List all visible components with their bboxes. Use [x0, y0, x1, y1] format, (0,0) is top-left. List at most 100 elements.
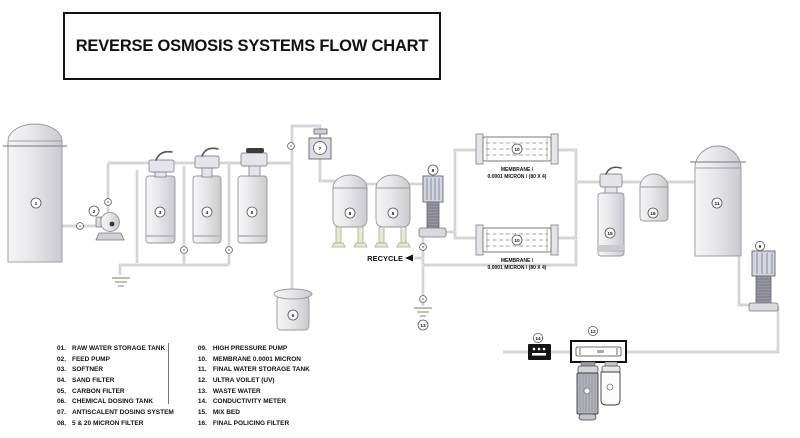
badge-16: 16: [647, 207, 659, 219]
svg-text:10: 10: [514, 238, 520, 244]
badge-12: 12: [588, 325, 599, 336]
legend-item: 10.MEMBRANE 0.0001 MICRON: [197, 355, 301, 363]
component-number-badges: 1 2 3 4 5 6 8 8 9 10 10 11 12 13 14 15 1…: [30, 143, 766, 343]
pipe-membrane-right-manifold: [558, 149, 577, 239]
membrane-caption-top-2: 0.0001 MICRON / (80 X 4): [488, 174, 547, 180]
badge-9b: 9: [755, 240, 766, 251]
micron-filter-vessel-b: [374, 174, 411, 248]
svg-text:16: 16: [650, 211, 656, 217]
filter-cartridge-left: [576, 361, 599, 421]
legend-item: 01.RAW WATER STORAGE TANK: [57, 345, 166, 352]
valve-icon: [76, 222, 84, 230]
badge-9: 9: [427, 164, 439, 176]
pipe-antiscalent-drop: [319, 158, 338, 182]
svg-text:15: 15: [607, 231, 613, 237]
pipe-tank11-to-pump: [738, 256, 749, 306]
legend-column-1: 01.RAW WATER STORAGE TANK 02.FEED PUMP 0…: [57, 345, 174, 431]
svg-text:8: 8: [392, 211, 395, 217]
pipe-tank11-to-pump: [737, 256, 749, 307]
badge-13: 13: [417, 319, 429, 331]
membrane-caption-top-1: MEMBRANE /: [501, 167, 534, 173]
badge-3: 3: [154, 206, 166, 218]
filter-cartridge-right: [600, 361, 621, 406]
membrane-module-bottom: [475, 224, 559, 256]
valve-icon: [287, 142, 295, 150]
conductivity-meter: [528, 344, 551, 360]
badge-15: 15: [604, 227, 616, 239]
uv-unit: [570, 340, 627, 363]
waste-ground-symbol: [414, 307, 432, 317]
badge-2: 2: [88, 205, 100, 217]
legend-item: 09.HIGH PRESSURE PUMP: [197, 345, 288, 352]
pipe-concentrate: [423, 240, 577, 266]
pipe-drain-header: [119, 264, 229, 275]
final-water-storage-tank: [690, 145, 746, 257]
mix-bed-tank: [597, 166, 625, 257]
high-pressure-pump-2: [748, 250, 779, 312]
legend-item: 05.CARBON FILTER: [57, 387, 125, 395]
membrane-caption-bottom-2: 0.0001 MICRON / (80 X 4): [488, 265, 547, 271]
legend: 01.RAW WATER STORAGE TANK 02.FEED PUMP 0…: [57, 345, 310, 431]
valve-icon: [419, 243, 427, 251]
svg-text:7: 7: [319, 146, 322, 152]
legend-item: 15.MIX BED: [197, 409, 240, 417]
valve-icon: [225, 246, 233, 254]
svg-text:2: 2: [93, 209, 96, 215]
badge-8a: 8: [344, 207, 356, 219]
legend-item: 02.FEED PUMP: [57, 355, 110, 363]
svg-text:8: 8: [349, 211, 352, 217]
svg-text:14: 14: [535, 336, 541, 342]
recycle-arrow-icon: [405, 254, 413, 262]
pipe-antiscalent-drop: [318, 158, 338, 183]
svg-text:11: 11: [714, 201, 719, 207]
title-box: REVERSE OSMOSIS SYSTEMS FLOW CHART: [63, 12, 441, 80]
micron-filter-vessel-a: [331, 174, 368, 248]
antiscalent-dosing-system: 7: [308, 128, 332, 160]
softener-tank: [145, 150, 176, 244]
membrane-caption-bottom-1: MEMBRANE /: [501, 258, 534, 264]
badge-14: 14: [533, 332, 544, 343]
svg-text:5: 5: [251, 210, 254, 216]
svg-text:12: 12: [590, 329, 596, 335]
svg-text:9: 9: [432, 168, 435, 174]
legend-item: 12.ULTRA VOILET (UV): [197, 377, 275, 385]
badge-4: 4: [201, 206, 213, 218]
valve-icon: [180, 246, 188, 254]
valve-icons: [76, 142, 427, 303]
legend-item: 14.CONDUCTIVITY METER: [197, 398, 287, 406]
legend-column-2: 09.HIGH PRESSURE PUMP 10.MEMBRANE 0.0001…: [198, 345, 310, 431]
badge-8b: 8: [387, 207, 399, 219]
pipe-drain-header: [118, 263, 229, 275]
badge-10b: 10: [511, 234, 523, 246]
recycle-annotation: RECYCLE: [367, 254, 413, 263]
svg-text:9: 9: [759, 244, 762, 250]
raw-water-storage-tank: [3, 123, 67, 263]
pipe-membrane-left-manifold: [453, 148, 478, 240]
feed-pump: [95, 212, 125, 241]
high-pressure-pump: [418, 175, 447, 238]
svg-text:10: 10: [514, 147, 520, 153]
badge-6: 6: [287, 309, 299, 321]
badge-10a: 10: [511, 143, 523, 155]
legend-item: 07.ANTISCALENT DOSING SYSTEM: [57, 409, 174, 417]
legend-item: 03.SOFTNER: [57, 366, 104, 374]
page-title: REVERSE OSMOSIS SYSTEMS FLOW CHART: [75, 36, 429, 55]
valve-icon: [104, 198, 112, 206]
sand-filter-tank: [192, 147, 222, 244]
legend-divider: [168, 343, 169, 404]
svg-text:1: 1: [35, 201, 38, 207]
legend-item: 04.SAND FILTER: [57, 377, 115, 385]
svg-text:13: 13: [420, 323, 426, 329]
svg-text:4: 4: [206, 210, 209, 216]
svg-text:6: 6: [292, 313, 295, 319]
chemical-dosing-tank: [273, 288, 313, 331]
drain-ground-symbol: [112, 277, 130, 287]
valve-icon: [419, 295, 427, 303]
legend-item: 13.WASTE WATER: [197, 387, 261, 395]
legend-item: 08.5 & 20 MICRON FILTER: [57, 419, 144, 427]
badge-1: 1: [30, 197, 42, 209]
badge-5: 5: [246, 206, 258, 218]
legend-item: 11.FINAL WATER STORAGE TANK: [197, 366, 310, 374]
